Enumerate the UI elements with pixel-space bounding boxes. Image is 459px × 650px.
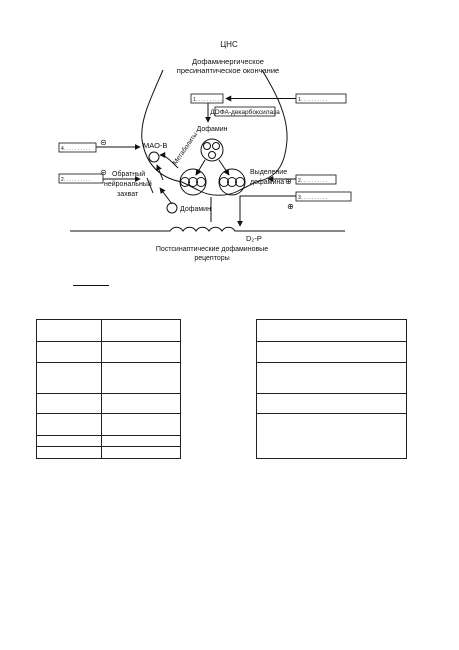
blank-box-1-left bbox=[190, 93, 224, 104]
vesicle bbox=[227, 177, 237, 187]
arrow-cluster-left bbox=[195, 159, 206, 176]
reuptake-line2: нейрональный bbox=[104, 180, 152, 188]
mao-label: МАО-В bbox=[143, 141, 167, 150]
left-table bbox=[36, 319, 181, 459]
table-cell bbox=[101, 393, 181, 414]
reuptake-channel bbox=[146, 177, 154, 194]
arrow-reuptake-up bbox=[159, 187, 173, 205]
presynaptic-label-line1: Дофаминергическое bbox=[192, 57, 264, 66]
blank-4-text: 4. . . . . . . . . . bbox=[61, 146, 90, 152]
presynaptic-terminal-outline bbox=[141, 69, 288, 196]
table-cell bbox=[101, 446, 181, 459]
blank-1-right-text: 1. . . . . . . . . . bbox=[298, 97, 327, 103]
table-row bbox=[256, 362, 407, 394]
receptor-label: D₂-Р bbox=[246, 234, 262, 243]
release-line2: дофамина bbox=[250, 179, 284, 186]
table-row bbox=[36, 362, 181, 394]
table-cell bbox=[36, 319, 102, 342]
vesicle-group-left-outer bbox=[179, 168, 207, 196]
postsynaptic-line2: рецепторы bbox=[194, 255, 229, 262]
table-row bbox=[36, 319, 181, 342]
table-row bbox=[36, 435, 181, 447]
heading-blank-line bbox=[73, 285, 109, 286]
cns-label: ЦНС bbox=[220, 40, 238, 49]
table-row bbox=[36, 341, 181, 363]
table-row bbox=[256, 319, 407, 342]
postsynaptic-membrane bbox=[70, 226, 345, 232]
table-cell bbox=[36, 413, 102, 436]
vesicle bbox=[203, 142, 211, 150]
mao-circle bbox=[148, 151, 160, 163]
blank-2-left-text: 2. . . . . . . . . . bbox=[61, 177, 90, 183]
arrow-mao-up bbox=[156, 164, 164, 181]
table-cell bbox=[101, 319, 181, 342]
minus-sign-4: ⊝ bbox=[100, 138, 107, 147]
vesicle bbox=[180, 177, 190, 187]
table-row bbox=[256, 341, 407, 363]
plus-sign-release: ⊕ bbox=[285, 177, 292, 186]
table-cell bbox=[256, 319, 407, 342]
metabolites-label: Метаболиты bbox=[171, 130, 199, 166]
table-row bbox=[36, 413, 181, 436]
table-row bbox=[256, 413, 407, 459]
plus-sign-3: ⊕ bbox=[287, 202, 294, 211]
release-line1: Выделение bbox=[250, 169, 287, 176]
table-cell bbox=[256, 341, 407, 363]
table-cell bbox=[101, 341, 181, 363]
table-cell bbox=[36, 362, 102, 394]
vesicle-group-right-outer bbox=[218, 168, 246, 196]
table-cell bbox=[36, 341, 102, 363]
reuptake-line3: захват bbox=[117, 191, 139, 198]
postsynaptic-line1: Постсинаптические дофаминовые bbox=[156, 246, 268, 253]
arrow-3-to-receptor bbox=[237, 195, 296, 227]
blank-2-right-text: 2. . . . . . . . . . bbox=[298, 178, 327, 184]
vesicle bbox=[188, 177, 198, 187]
dopamine-bottom-label: Дофамин bbox=[180, 206, 211, 213]
arrow-cluster-right bbox=[218, 159, 230, 176]
dopamine-top-label: Дофамин bbox=[197, 126, 228, 133]
vesicle bbox=[208, 151, 216, 159]
decarboxylase-label: ДОФА-декарбоксилаза bbox=[210, 108, 280, 116]
table-cell bbox=[36, 393, 102, 414]
decarboxylase-box bbox=[214, 106, 276, 117]
blank-3-text: 3. . . . . . . . . . bbox=[298, 195, 327, 201]
table-cell bbox=[101, 362, 181, 394]
table-cell bbox=[256, 413, 407, 459]
dopamine-synapse-diagram: ЦНС Дофаминергическое пресинаптическое о… bbox=[58, 40, 352, 262]
table-row bbox=[36, 393, 181, 414]
table-cell bbox=[256, 362, 407, 394]
minus-sign-2: ⊝ bbox=[100, 168, 107, 177]
dopamine-molecule bbox=[166, 202, 178, 214]
presynaptic-label-line2: пресинаптическое окончание bbox=[177, 66, 279, 75]
table-cell bbox=[36, 446, 102, 459]
arrow-to-mao bbox=[159, 152, 179, 169]
reuptake-line1: Обратный bbox=[112, 170, 145, 178]
table-cell bbox=[101, 413, 181, 436]
blank-1-left-text: 1. . . . . . . . . . bbox=[193, 97, 222, 103]
table-cell bbox=[256, 393, 407, 414]
blank-box-4 bbox=[58, 142, 97, 153]
vesicle bbox=[212, 142, 220, 150]
table-row bbox=[256, 393, 407, 414]
table-cell bbox=[101, 435, 181, 447]
table-cell bbox=[36, 435, 102, 447]
table-row bbox=[36, 446, 181, 459]
vesicle bbox=[219, 177, 229, 187]
vesicle bbox=[235, 177, 245, 187]
vesicle bbox=[196, 177, 206, 187]
right-table bbox=[256, 319, 407, 459]
vesicle-cluster-outer bbox=[200, 138, 224, 162]
